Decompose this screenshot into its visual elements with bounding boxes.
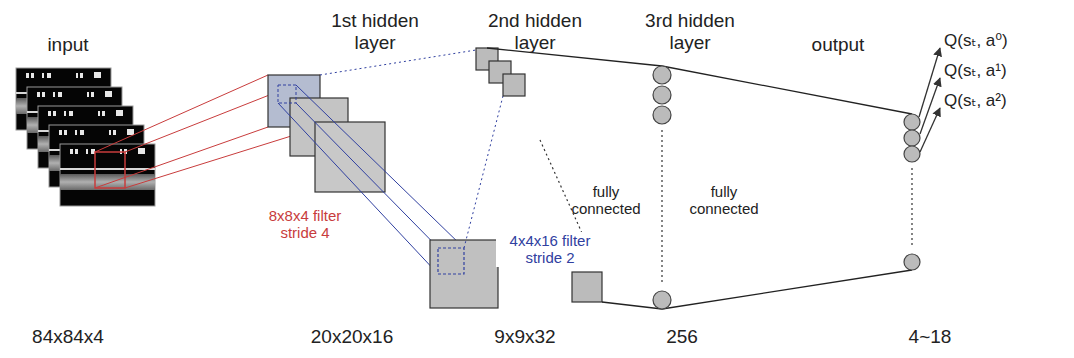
dimension-label: 256 [642, 326, 722, 348]
dimension-label: 9x9x32 [475, 326, 575, 348]
filter-note: 8x8x4 filter stride 4 [253, 207, 357, 242]
dotted-link [320, 50, 476, 75]
fully-connected-lines [487, 48, 912, 309]
dotted-link [464, 96, 503, 248]
ellipsis-line [661, 130, 662, 284]
feature-map [503, 74, 525, 96]
projection-lines [95, 75, 320, 188]
ellipsis-line [911, 168, 912, 248]
filter-note: 4x4x16 filter stride 2 [496, 232, 604, 267]
connection-label: fully connected [563, 183, 649, 218]
hidden-units [653, 66, 671, 309]
filter-window [278, 85, 296, 103]
output-units [904, 114, 920, 270]
layer-heading: output [793, 34, 883, 56]
dimension-label: 4~18 [890, 326, 970, 348]
layer-heading: input [23, 34, 113, 56]
layer-heading: 1st hidden layer [320, 10, 430, 54]
feature-map [430, 240, 498, 308]
q-value-label: Q(sₜ, a⁰) [944, 31, 1054, 51]
q-value-label: Q(sₜ, a¹) [944, 61, 1054, 81]
q-value-label: Q(sₜ, a²) [944, 91, 1054, 111]
connection-label: fully connected [681, 183, 767, 218]
dimension-label: 84x84x4 [18, 326, 118, 348]
input-frame [60, 144, 155, 206]
output-arrows [919, 48, 940, 152]
dimension-label: 20x20x16 [297, 326, 407, 348]
filter-window [438, 248, 464, 274]
feature-map [572, 272, 602, 302]
layer-heading: 3rd hidden layer [635, 10, 745, 54]
layer-heading: 2nd hidden layer [480, 10, 590, 54]
